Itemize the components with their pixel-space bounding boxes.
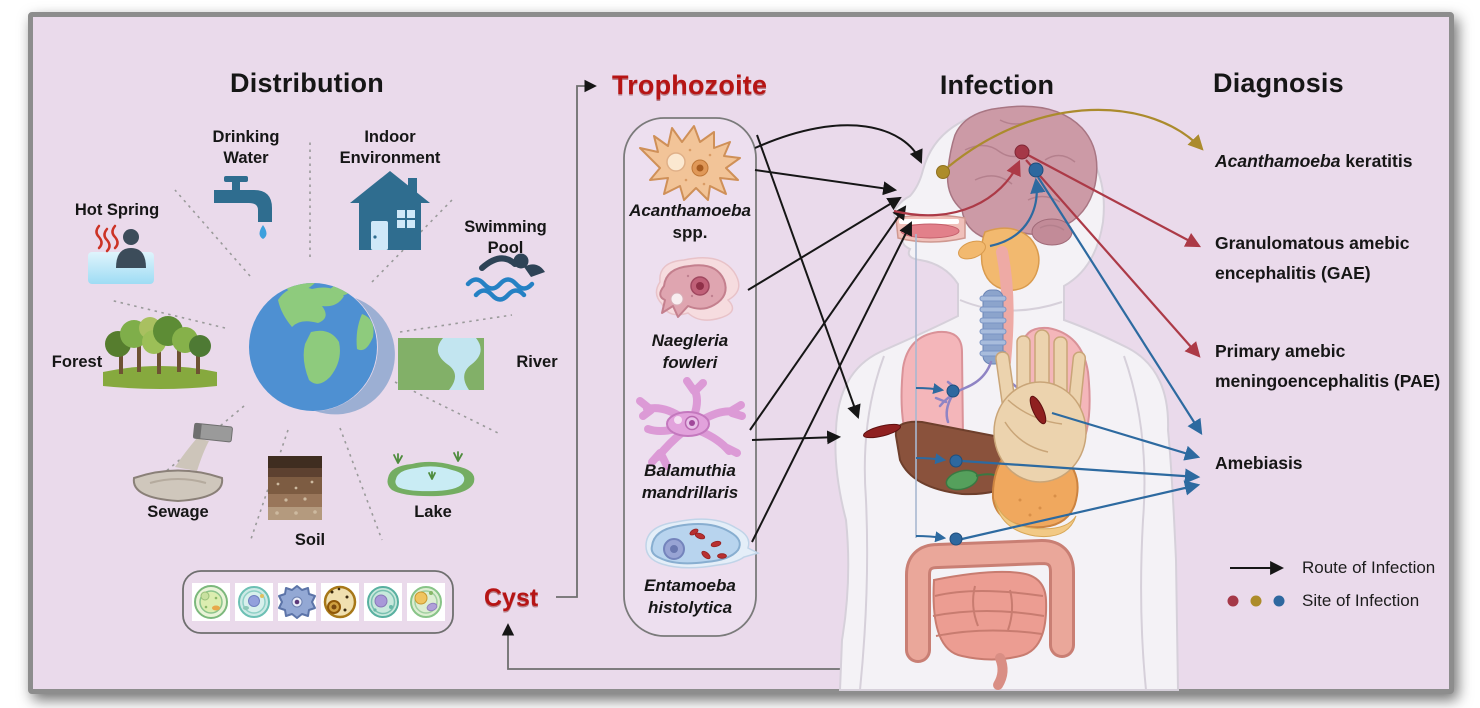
organism-label-acanthamoeba: Acanthamoeba spp. [624,200,756,244]
site-dot-lung [946,384,960,398]
diagnosis-italic-part: Acanthamoeba [1215,151,1341,171]
forest-icon [103,316,217,389]
entamoeba-trophozoite-icon [645,518,761,569]
diagnosis-item-keratitis: Acanthamoeba keratitis [1215,146,1447,176]
acanthamoeba-trophozoite-icon [639,125,741,201]
diagnosis-text-part: Granulomatous amebic encephalitis (GAE) [1215,233,1410,283]
house-icon [350,171,430,250]
route-throat-to-brain-blue [989,177,1046,248]
trophozoite-panel [623,117,757,637]
organism-genus: Naegleria [651,331,729,350]
diagnosis-header: Diagnosis [1213,68,1344,98]
globe-icon [249,283,395,415]
arm-wound [863,423,901,439]
distribution-label-lake: Lake [414,503,452,521]
cyst-icon-4 [323,585,357,619]
diagnosis-text-part: Primary amebic meningoencephalitis (PAE) [1215,341,1441,391]
site-dot-brain-red [1014,144,1030,160]
route-eye-to-keratitis [947,108,1204,168]
intestine-to-cyst-connector [501,623,927,670]
organism-species: histolytica [647,598,733,617]
organism-label-balamuthia: Balamuthia mandrillaris [624,460,756,504]
hand [993,329,1087,483]
organism-genus: Acanthamoeba [629,201,751,220]
distribution-label-hot-spring: Hot Spring [74,201,160,219]
organism-species: spp. [672,223,708,242]
diagnosis-item-amebiasis: Amebiasis [1215,448,1447,478]
sewage-icon [132,422,233,503]
organism-label-naegleria: Naegleria fowleri [624,330,756,374]
organism-species: fowleri [662,353,718,372]
diagnosis-item-gae: Granulomatous amebic encephalitis (GAE) [1215,228,1447,288]
cyst-icon-1 [194,585,228,619]
cyst-to-trophozoite-connector [556,79,597,598]
distribution-label-river: River [516,353,558,371]
organism-genus: Balamuthia [644,461,736,480]
site-dot-liver [949,454,963,468]
trophozoite-header: Trophozoite [612,70,768,100]
distribution-header: Distribution [230,68,384,98]
distribution-label-swimming-pool: Swimming Pool [464,218,547,257]
hot-spring-icon [88,224,154,284]
intestines [905,539,1075,690]
naegleria-trophozoite-icon [655,257,740,321]
cyst-icon-6 [410,586,442,618]
diagnosis-text-part: keratitis [1340,151,1413,171]
route-brain-to-pae [1025,159,1201,358]
hand-wound [1029,395,1047,425]
distribution-label-indoor-environment: Indoor Environment [339,128,441,167]
ingestion-route-line [915,234,947,543]
route-liver-to-amebiasis [961,459,1201,484]
river-icon [398,338,484,390]
organism-species: mandrillaris [641,483,739,502]
legend-route-label: Route of Infection [1302,558,1436,577]
lake-icon [387,451,475,497]
distribution-label-sewage: Sewage [147,503,209,521]
route-arrows-black [747,124,923,543]
site-of-infection-dots [936,144,1044,546]
route-nose-to-brain-red [893,159,1021,217]
balamuthia-trophozoite-icon [636,377,746,470]
cyst-icon-3 [278,585,316,619]
faucet-icon [214,176,272,239]
cyst-icon-2 [238,586,270,618]
cyst-icon-5 [367,586,399,618]
mouth [895,214,966,243]
route-hand-to-amebiasis [1051,411,1201,461]
cyst-box [182,570,454,634]
gallbladder [945,469,1001,491]
diagnosis-text-part: Amebiasis [1215,453,1303,473]
soil-icon [268,456,322,520]
swimmer-icon [465,253,545,302]
organism-genus: Entamoeba [644,576,736,595]
distribution-label-forest: Forest [51,353,103,371]
legend-site-dots [1227,595,1285,607]
trachea [979,289,1007,365]
distribution-label-drinking-water: Drinking Water [212,128,280,167]
infection-header: Infection [939,70,1055,100]
route-brain-to-gae [1027,154,1202,248]
cyst-label: Cyst [484,584,539,612]
diagnosis-item-pae: Primary amebic meningoencephalitis (PAE) [1215,336,1447,396]
route-brain-to-amebiasis [1037,176,1203,435]
route-intestine-to-amebiasis [961,480,1201,541]
site-dot-eye [936,165,950,179]
site-dot-brain-blue [1028,162,1044,178]
legend-site-label: Site of Infection [1302,591,1420,610]
distribution-label-soil: Soil [294,531,326,549]
site-dot-intestine [949,532,963,546]
brain [946,105,1098,269]
organism-label-entamoeba: Entamoeba histolytica [624,575,756,619]
